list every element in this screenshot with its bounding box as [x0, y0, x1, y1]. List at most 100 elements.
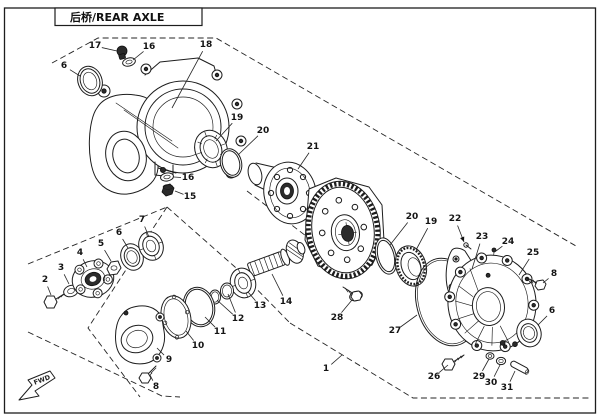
bearing-carrier-drawing-shape	[155, 356, 159, 360]
part-number-label: 6	[549, 306, 555, 316]
part-number-label: 1	[323, 364, 329, 374]
assembly-boundary-dash	[166, 206, 291, 324]
rear-cover-drawing-shape	[499, 340, 506, 346]
bolt-28-drawing-shape	[350, 290, 363, 302]
part-number-label: 29	[473, 372, 486, 382]
drive-flange-hub-drawing-shape	[273, 205, 281, 213]
leader-line	[63, 274, 70, 285]
ring-gear-drawing-shape	[335, 219, 356, 246]
gasket-10-drawing-shape	[185, 310, 190, 315]
washer-16-lower-drawing-shape	[163, 174, 171, 180]
leader-line	[132, 51, 144, 61]
ring-gear-drawing-shape	[357, 245, 365, 253]
screw-22-drawing	[463, 242, 472, 250]
shim-20-right-drawing	[374, 237, 398, 275]
assembly-boundary-dash	[27, 206, 168, 265]
nut-30-drawing-shape	[495, 356, 507, 366]
part-number-label: 18	[200, 40, 213, 50]
leader-line	[82, 259, 88, 268]
bolt-26-drawing-shape	[454, 354, 465, 363]
wheel-flange-4-drawing-shape	[102, 274, 113, 285]
leader-line	[122, 238, 129, 249]
gasket-10-drawing	[160, 294, 192, 340]
drive-flange-hub-drawing-shape	[299, 205, 307, 213]
wheel-flange-4-drawing-shape	[74, 264, 85, 275]
drive-flange-hub-drawing-shape	[286, 212, 294, 220]
leader-line	[297, 152, 310, 170]
castle-nut-5-drawing-shape	[106, 260, 122, 276]
rear-cover-drawing-shape	[476, 291, 501, 322]
ring-gear-drawing-shape	[321, 207, 329, 215]
rear-cover-drawing-shape	[453, 322, 458, 327]
ring-gear-drawing-shape	[318, 229, 326, 237]
pin-31-drawing	[510, 360, 530, 375]
breather-plug-drawing	[116, 45, 128, 60]
gearcase-housing-drawing-shape	[238, 138, 244, 144]
part-number-label: 11	[214, 327, 227, 337]
leader-line	[271, 273, 284, 296]
bearing-13-drawing-shape	[238, 276, 248, 290]
part-number-label: 20	[406, 212, 419, 222]
part-number-label: 19	[231, 113, 244, 123]
part-number-label: 16	[182, 173, 195, 183]
ring-gear-drawing-shape	[351, 203, 359, 211]
bolt-8-right-drawing-shape	[526, 277, 537, 285]
page-frame: 后桥/REAR AXLE	[3, 7, 597, 414]
bolt-26-drawing	[441, 354, 465, 371]
leader-line	[204, 316, 216, 328]
leader-line	[101, 47, 118, 52]
part-number-label: 8	[551, 269, 557, 279]
oil-seal-6-left-drawing	[120, 243, 144, 271]
part-number-label: 28	[331, 313, 344, 323]
rear-cover-drawing-shape	[455, 268, 509, 346]
pin-31-drawing-shape	[524, 369, 530, 375]
drive-flange-hub-drawing-shape	[299, 173, 307, 181]
oil-seal-right-drawing-shape	[523, 326, 535, 340]
washer-16-lower-drawing-shape	[160, 172, 174, 182]
part-number-label: 27	[389, 326, 402, 336]
part-number-label: 26	[428, 372, 441, 382]
oring-20-upper-drawing	[219, 148, 243, 178]
leader-line	[174, 190, 184, 195]
part-number-label: 21	[307, 142, 320, 152]
gearcase-housing-drawing-shape	[112, 138, 140, 174]
gearcase-housing-drawing-shape	[115, 102, 179, 149]
rear-cover-drawing	[444, 252, 540, 353]
gearcase-housing-drawing-shape	[214, 72, 220, 78]
ring-gear-drawing-shape	[360, 223, 368, 231]
washer-16-lower-drawing	[160, 172, 174, 182]
leader-line	[216, 299, 234, 315]
part-number-label: 7	[139, 215, 145, 225]
drive-flange-hub-drawing	[247, 161, 317, 225]
drive-flange-hub-drawing-shape	[247, 162, 263, 186]
leader-line	[104, 249, 112, 262]
part-number-label: 12	[232, 314, 245, 324]
gasket-10-drawing-shape	[171, 294, 177, 299]
bearing-19-right-drawing	[394, 245, 428, 287]
part-number-label: 23	[476, 232, 489, 242]
rear-cover-drawing-shape	[531, 303, 536, 308]
breather-plug-drawing-shape	[118, 53, 126, 60]
wheel-flange-4-drawing-shape	[96, 261, 101, 266]
rear-cover-drawing-shape	[505, 258, 510, 263]
oil-seal-upper-drawing-shape	[79, 68, 101, 94]
gearcase-housing-drawing-shape	[143, 66, 149, 72]
bearing-19-upper-drawing-shape	[194, 129, 228, 169]
oring-20-upper-drawing-shape	[221, 150, 241, 176]
drive-flange-hub-drawing-shape	[267, 189, 275, 197]
ring-gear-drawing-shape	[335, 196, 343, 204]
wheel-flange-4-drawing-shape	[89, 276, 97, 282]
rear-cover-drawing-shape	[485, 272, 491, 278]
pinion-shaft-drawing-shape	[249, 252, 284, 277]
part-number-label: 31	[501, 383, 514, 393]
bearing-carrier-drawing-shape	[123, 310, 129, 316]
assembly-boundary-dash	[289, 322, 591, 399]
pin-31-drawing-shape	[510, 360, 529, 374]
part-number-label: 5	[98, 239, 104, 249]
leader-line	[237, 135, 259, 156]
bolt-26-drawing-shape	[452, 354, 465, 363]
nut-30-drawing	[495, 356, 507, 366]
bearing-7-drawing-shape	[145, 239, 157, 253]
leader-line	[227, 293, 236, 313]
